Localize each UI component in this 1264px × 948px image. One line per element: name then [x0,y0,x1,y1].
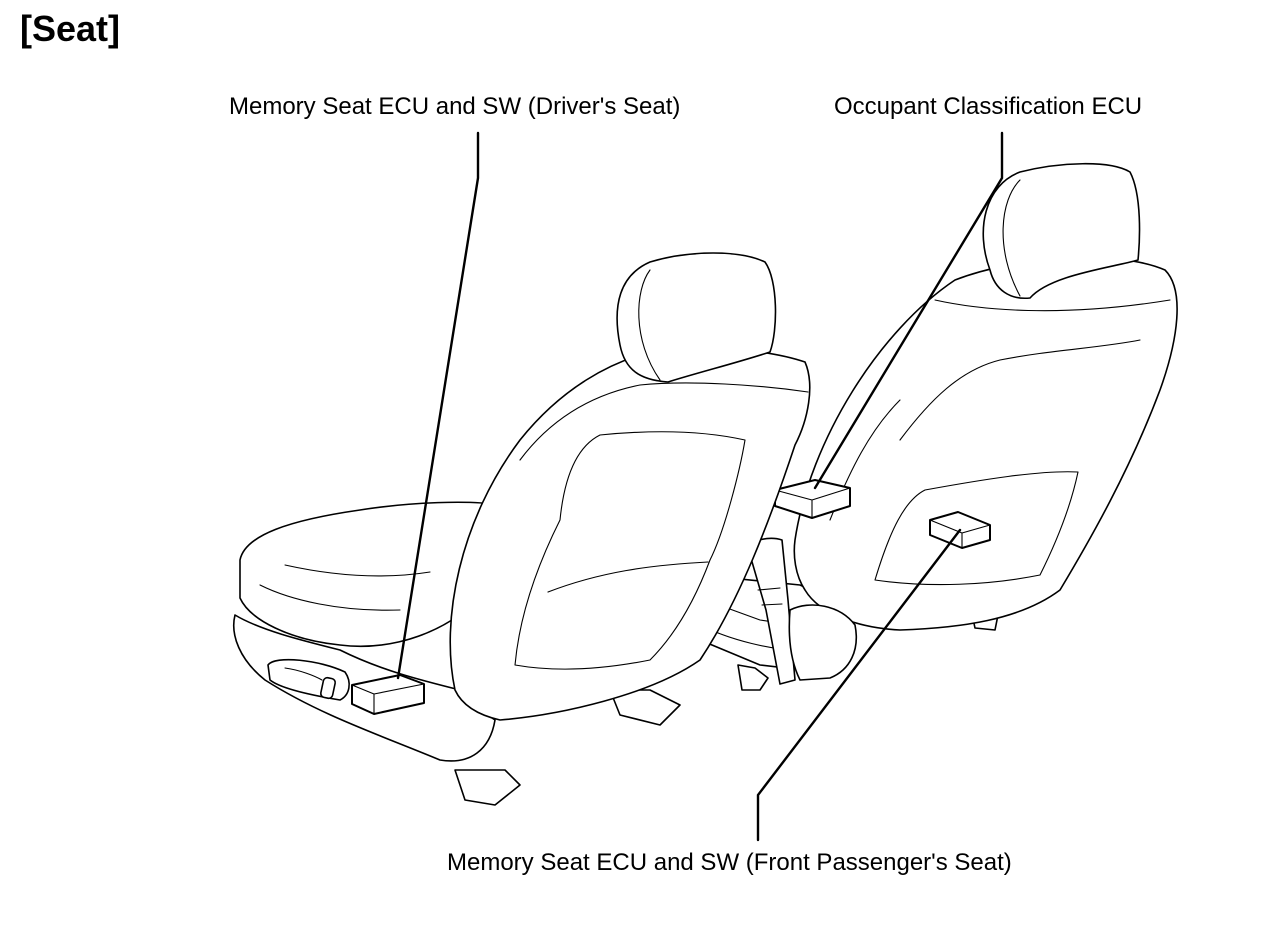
callout-driver-memory-seat-ecu: Memory Seat ECU and SW (Driver's Seat) [229,93,681,120]
leader-lines [396,131,1004,842]
driver-seat [233,252,811,806]
diagram-title: [Seat] [20,8,121,49]
callout-occupant-classification-ecu: Occupant Classification ECU [834,93,1143,120]
leader-driver [396,131,480,680]
leader-passenger [756,528,962,842]
occupant-classification-ecu-box [774,479,851,519]
callout-passenger-memory-seat-ecu: Memory Seat ECU and SW (Front Passenger'… [447,849,1012,876]
leader-occupant [813,131,1004,490]
